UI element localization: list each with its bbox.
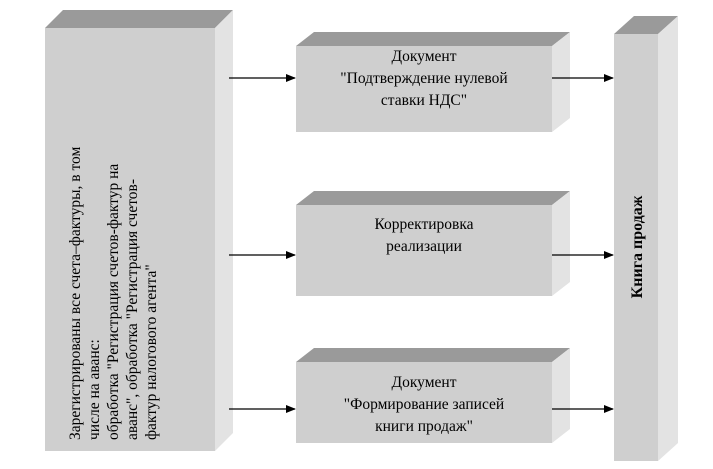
middle-box-1-line-2: "Подтверждение нулевой: [340, 70, 507, 87]
left-box-side-face: [215, 10, 233, 451]
left-box: Зарегистрированы все счета–фактуры, в то…: [45, 10, 233, 451]
left-box-line-5: фактур налогового агента": [143, 264, 160, 440]
left-box-text: Зарегистрированы все счета–фактуры, в то…: [67, 147, 160, 440]
middle-box-2-front-face: [296, 205, 552, 296]
right-box-label: Книга продаж: [629, 195, 646, 298]
middle-box-3-line-1: Документ: [392, 374, 457, 391]
middle-box-doc-sales-entries: Документ "Формирование записей книги про…: [296, 348, 570, 443]
middle-box-doc-zero-rate: Документ "Подтверждение нулевой ставки Н…: [296, 32, 570, 132]
middle-box-3-line-3: книги продаж": [375, 418, 473, 435]
middle-box-sales-adjustment: Корректировка реализации: [296, 191, 570, 296]
left-box-line-3: обработка "Регистрация счетов-фактур на: [105, 164, 122, 440]
left-box-top-face: [45, 10, 233, 28]
arrows: [229, 74, 614, 413]
middle-box-1-side-face: [552, 32, 570, 132]
middle-box-3-side-face: [552, 348, 570, 443]
right-box-side-face: [658, 16, 678, 461]
right-box: Книга продаж: [614, 16, 678, 461]
middle-box-1-front-face: [296, 46, 552, 132]
middle-box-2-top-face: [296, 191, 570, 205]
middle-box-3-line-2: "Формирование записей: [344, 396, 504, 413]
left-box-front-face: [45, 28, 215, 451]
left-box-line-4: аванс", обработка "Регистрация счетов-: [124, 179, 141, 440]
right-box-top-face: [614, 16, 678, 34]
middle-box-2-line-2: реализации: [386, 238, 462, 255]
middle-box-3-front-face: [296, 362, 552, 443]
left-box-line-2: числе на аванс:: [86, 339, 103, 440]
middle-box-1-top-face: [296, 32, 570, 46]
right-box-front-face: [614, 34, 658, 461]
middle-box-1-line-1: Документ: [392, 48, 457, 65]
middle-box-1-line-3: ставки НДС": [381, 92, 467, 109]
middle-box-3-top-face: [296, 348, 570, 362]
middle-box-2-line-1: Корректировка: [374, 216, 473, 233]
left-box-line-1: Зарегистрированы все счета–фактуры, в то…: [67, 147, 84, 440]
middle-box-2-side-face: [552, 191, 570, 296]
